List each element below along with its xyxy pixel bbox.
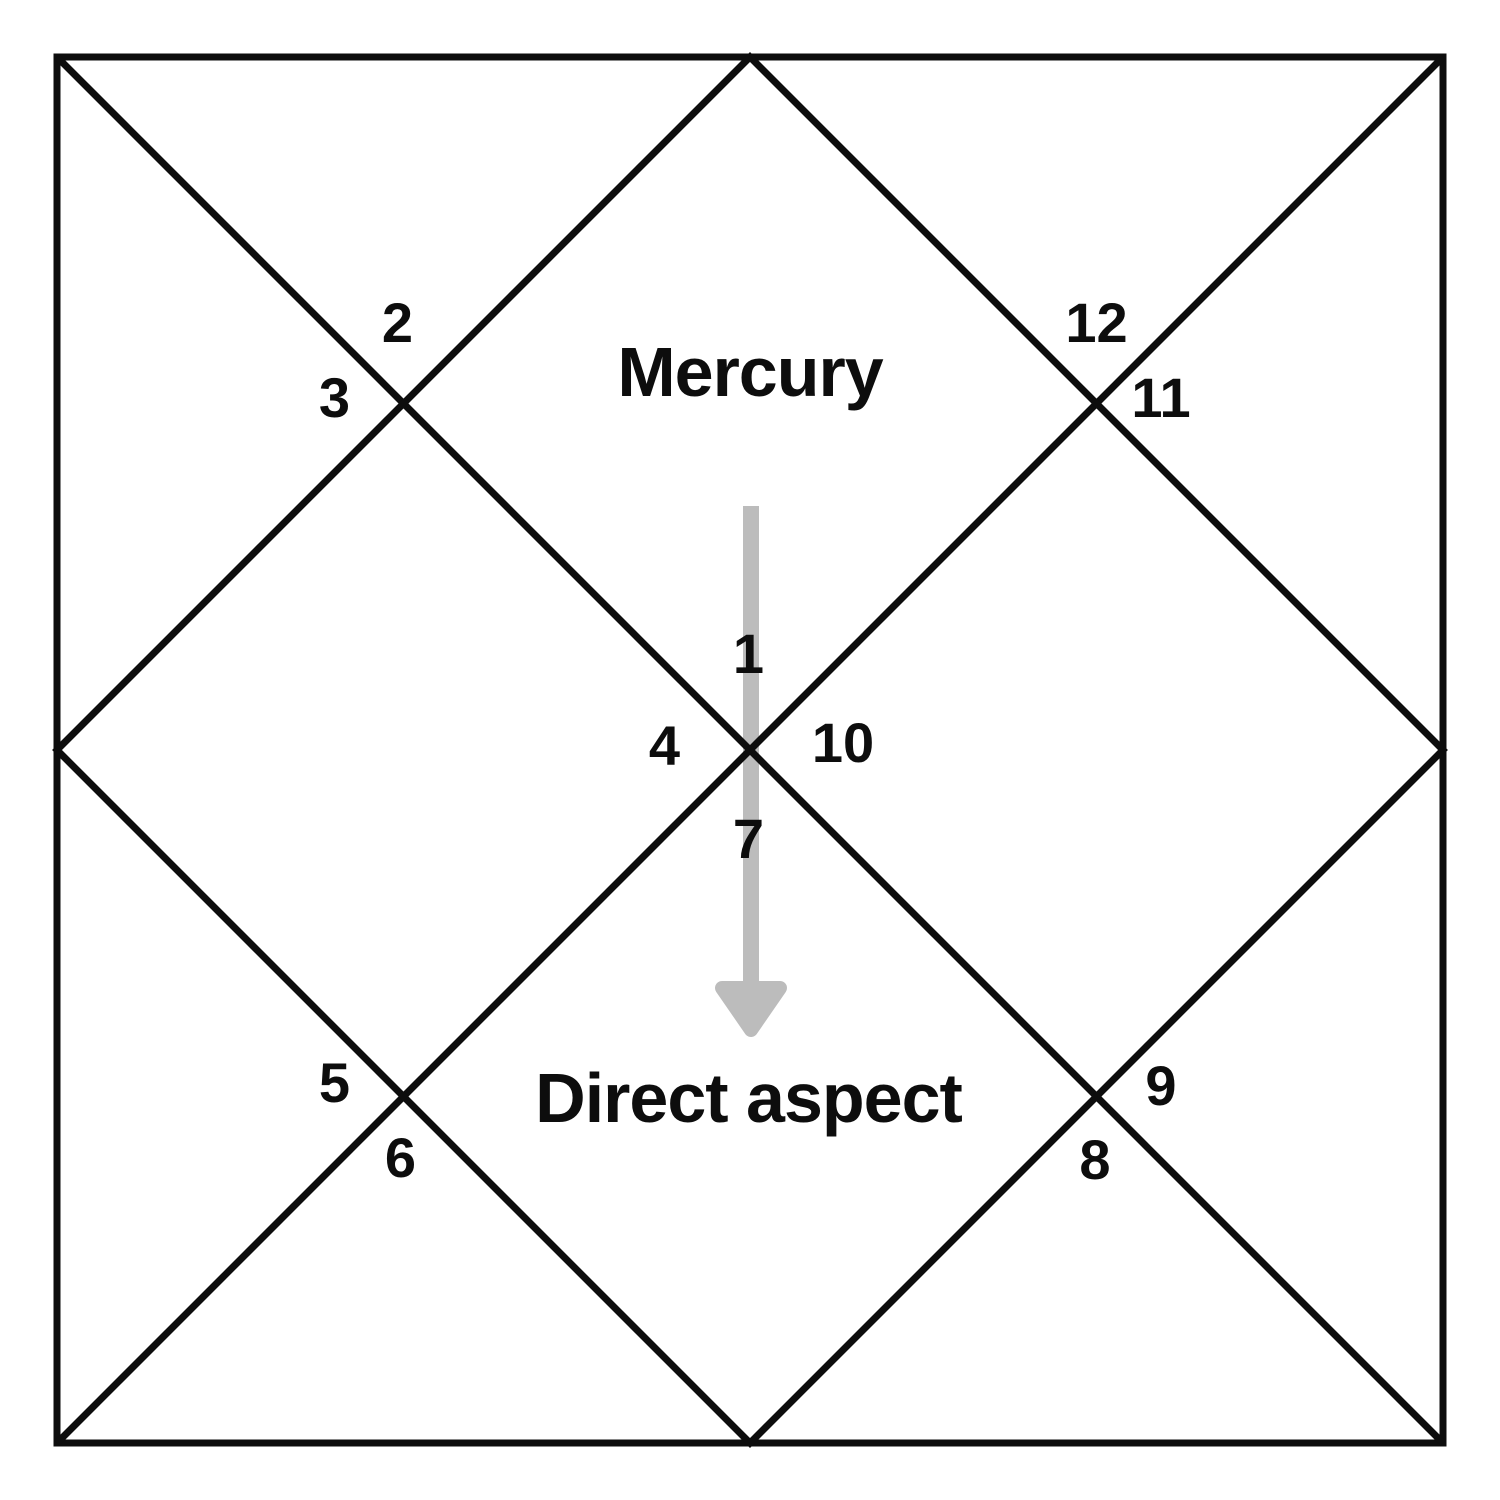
house-number-12: 12 — [1065, 290, 1128, 354]
house-number-8: 8 — [1079, 1127, 1111, 1191]
house-number-3: 3 — [318, 365, 351, 429]
aspect-label: Direct aspect — [535, 1058, 963, 1137]
house-number-10: 10 — [811, 710, 875, 774]
house-number-11: 11 — [1131, 365, 1191, 429]
house-number-9: 9 — [1145, 1054, 1177, 1117]
diagonal-line-trbl — [54, 54, 1446, 1446]
house-number-2: 2 — [381, 290, 414, 354]
house-number-1: 1 — [732, 621, 765, 685]
house-number-4: 4 — [648, 713, 681, 777]
house-number-6: 6 — [384, 1125, 417, 1189]
house-number-5: 5 — [318, 1050, 351, 1114]
inner-diamond — [52, 52, 1448, 1448]
house-number-7: 7 — [732, 806, 765, 870]
planet-label: Mercury — [617, 333, 883, 411]
